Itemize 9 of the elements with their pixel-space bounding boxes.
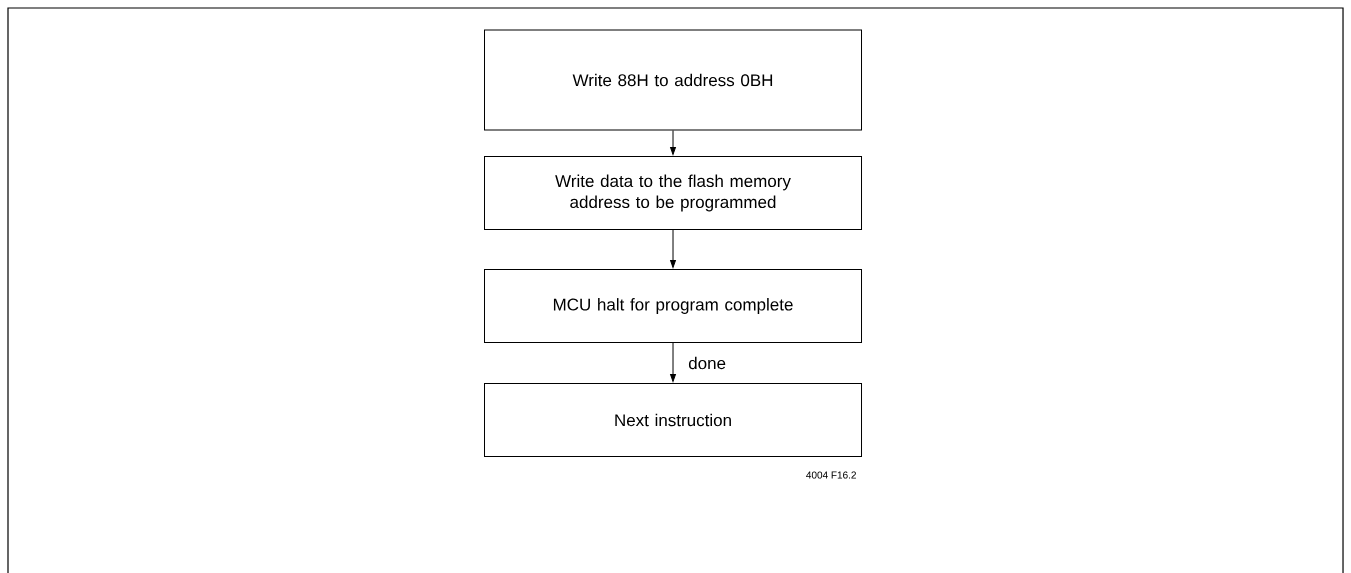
edge-label: done [687, 355, 728, 371]
process-box: Next instruction [484, 383, 862, 457]
process-box: Write data to the flash memory address to be programmed [484, 156, 862, 230]
arrow [670, 130, 676, 155]
arrow [670, 229, 676, 268]
figure-code: 4004 F16.2 [806, 471, 856, 479]
process-box: MCU halt for program complete [484, 269, 862, 343]
arrow [670, 342, 676, 382]
process-box: Write 88H to address 0BH [484, 29, 862, 131]
